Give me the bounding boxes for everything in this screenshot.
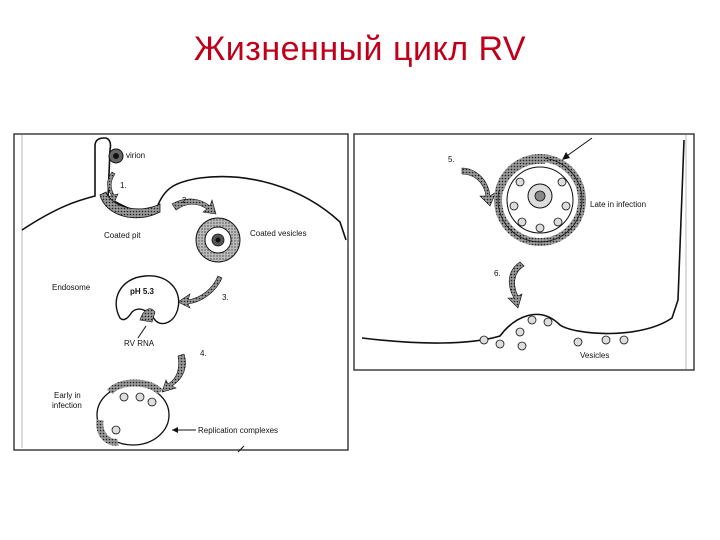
budding-virions-icon bbox=[479, 315, 629, 351]
rna-release-icon bbox=[139, 308, 156, 323]
step2-arrow-icon bbox=[171, 198, 217, 215]
rv-rna-label: RV RNA bbox=[124, 339, 155, 348]
left-panel: virion 1. Coated pit 2. Coated vesicles … bbox=[13, 133, 349, 451]
vesicles-label: Vesicles bbox=[580, 351, 609, 360]
right-panel-frame bbox=[353, 133, 695, 371]
left-panel-frame bbox=[13, 133, 349, 451]
coated-vesicles-label: Coated vesicles bbox=[250, 229, 306, 238]
cell-membrane bbox=[21, 137, 347, 241]
early-in-infection-label-2: infection bbox=[52, 401, 82, 410]
virion-icon bbox=[108, 148, 124, 164]
right-cell-membrane bbox=[361, 139, 685, 344]
coated-pit bbox=[99, 191, 161, 219]
step5-label: 5. bbox=[448, 155, 455, 164]
step3-arrow-icon bbox=[177, 275, 223, 309]
step4-label: 4. bbox=[200, 349, 207, 358]
virion-label: virion bbox=[126, 151, 145, 160]
replication-complexes-label: Replication complexes bbox=[198, 426, 278, 435]
slide-title: Жизненный цикл RV bbox=[193, 30, 527, 68]
coated-pit-label: Coated pit bbox=[104, 231, 141, 240]
step2-label: 2. bbox=[182, 196, 189, 205]
endosome-label: Endosome bbox=[52, 283, 91, 292]
endosome bbox=[115, 275, 180, 325]
step5-arrow-icon bbox=[461, 167, 497, 207]
step1-label: 1. bbox=[120, 181, 127, 190]
step3-label: 3. bbox=[222, 293, 229, 302]
rv-rna-pointer bbox=[137, 325, 147, 339]
step1-arrow-icon bbox=[107, 171, 119, 204]
late-infection-vacuole-icon bbox=[494, 154, 586, 246]
step6-label: 6. bbox=[494, 269, 501, 278]
replication-complex-icon bbox=[96, 379, 170, 446]
step6-arrow-icon bbox=[507, 261, 525, 309]
late-in-infection-label: Late in infection bbox=[590, 200, 646, 209]
step4-arrow-icon bbox=[161, 353, 186, 393]
ph-label: pH 5.3 bbox=[130, 287, 155, 296]
early-in-infection-label-1: Early in bbox=[54, 391, 81, 400]
coated-vesicle-icon bbox=[195, 217, 241, 263]
right-panel: 5. Late in infection 6. bbox=[353, 133, 695, 371]
